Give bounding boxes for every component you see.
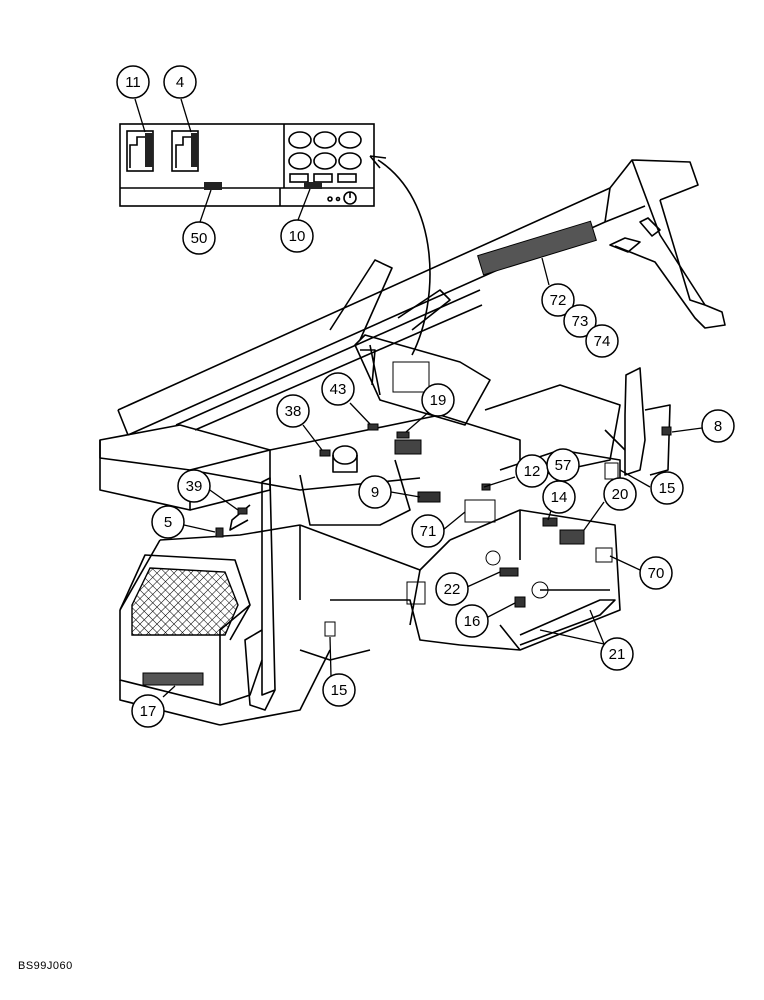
- callout-71: 71: [411, 514, 445, 548]
- svg-text:4: 4: [176, 74, 184, 91]
- callout-16: 16: [455, 604, 489, 638]
- svg-text:22: 22: [444, 581, 461, 598]
- svg-text:74: 74: [594, 333, 611, 350]
- callout-72: 72: [541, 283, 575, 317]
- svg-text:16: 16: [464, 613, 481, 630]
- callout-19: 19: [421, 383, 455, 417]
- svg-text:72: 72: [550, 292, 567, 309]
- svg-text:20: 20: [612, 486, 629, 503]
- callout-21: 21: [600, 637, 634, 671]
- svg-text:50: 50: [191, 230, 208, 247]
- callout-57: 57: [546, 448, 580, 482]
- svg-text:9: 9: [371, 484, 379, 501]
- svg-text:12: 12: [524, 463, 541, 480]
- svg-text:14: 14: [551, 489, 568, 506]
- svg-text:11: 11: [125, 74, 141, 91]
- svg-text:73: 73: [572, 313, 589, 330]
- callout-17: 17: [131, 694, 165, 728]
- svg-text:38: 38: [285, 403, 302, 420]
- callout-9: 9: [358, 475, 392, 509]
- svg-text:8: 8: [714, 418, 722, 435]
- svg-text:71: 71: [420, 523, 437, 540]
- figure-id: BS99J060: [18, 960, 73, 972]
- callout-15-bottom: 15: [322, 673, 356, 707]
- svg-text:70: 70: [648, 565, 665, 582]
- svg-text:21: 21: [609, 646, 626, 663]
- svg-text:5: 5: [164, 514, 172, 531]
- callout-8: 8: [701, 409, 735, 443]
- svg-text:43: 43: [330, 381, 347, 398]
- callout-5: 5: [151, 505, 185, 539]
- inset-decals: [145, 133, 322, 190]
- callout-15-right: 15: [650, 471, 684, 505]
- svg-text:57: 57: [555, 457, 572, 474]
- callout-10: 10: [280, 219, 314, 253]
- decal-patches: [142, 220, 672, 686]
- callout-4: 4: [163, 65, 197, 99]
- callout-12: 12: [515, 454, 549, 488]
- callout-14: 14: [542, 480, 576, 514]
- callout-70: 70: [639, 556, 673, 590]
- callout-20: 20: [603, 477, 637, 511]
- callout-38: 38: [276, 394, 310, 428]
- callout-22: 22: [435, 572, 469, 606]
- callouts: 11 4 50 10 72 73 74 43 19 38 8 12 57 39 …: [116, 65, 735, 728]
- callout-74: 74: [585, 324, 619, 358]
- callout-43: 43: [321, 372, 355, 406]
- svg-text:10: 10: [289, 228, 306, 245]
- callout-11: 11: [116, 65, 150, 99]
- instrument-panel-inset: [119, 123, 375, 207]
- callout-73: 73: [563, 304, 597, 338]
- svg-text:15: 15: [659, 480, 676, 497]
- leader-lines: [134, 98, 703, 698]
- svg-text:15: 15: [331, 682, 348, 699]
- svg-text:19: 19: [430, 392, 447, 409]
- radiator-grille: [131, 567, 239, 636]
- detail-arrow: [369, 155, 431, 356]
- callout-50: 50: [182, 221, 216, 255]
- svg-text:17: 17: [140, 703, 157, 720]
- callout-39: 39: [177, 469, 211, 503]
- svg-text:39: 39: [186, 478, 203, 495]
